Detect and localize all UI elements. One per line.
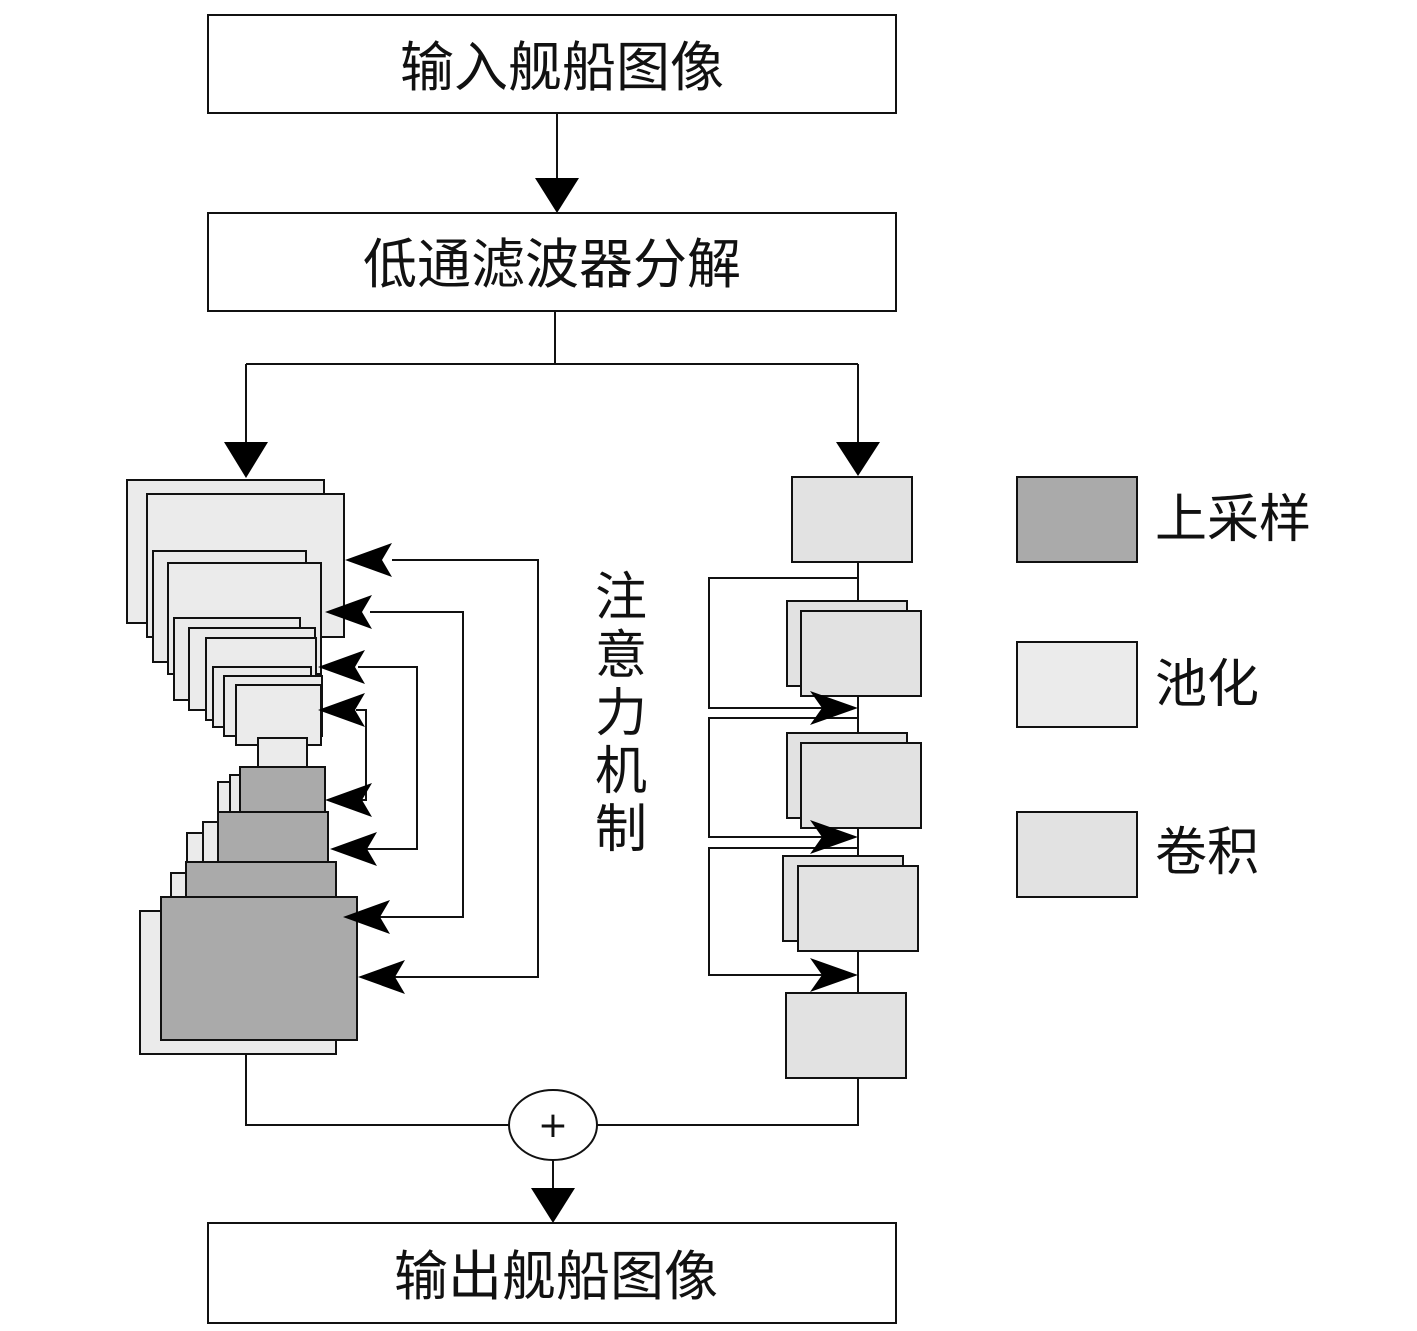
arrowhead-left	[325, 783, 372, 817]
arrowhead-left	[343, 900, 390, 934]
arrowhead-left	[330, 832, 377, 866]
split-connector	[224, 311, 880, 478]
conv-block	[800, 742, 922, 829]
upsample-block	[160, 896, 358, 1041]
left-encoder-decoder	[126, 479, 358, 1055]
arrowhead-down	[224, 442, 268, 478]
filter-label: 低通滤波器分解	[363, 233, 741, 296]
arrowhead-right	[810, 820, 858, 854]
input-box: 输入舰船图像	[207, 14, 897, 114]
attention-char: 制	[595, 800, 647, 860]
arrowhead-left	[318, 650, 365, 684]
attention-char: 意	[595, 626, 647, 686]
attention-char: 机	[595, 742, 647, 802]
arrowhead-down	[836, 442, 880, 476]
attention-skip-connections	[318, 543, 539, 994]
arrowhead-right	[810, 958, 858, 992]
output-label: 输出舰船图像	[394, 1245, 718, 1308]
filter-box: 低通滤波器分解	[207, 212, 897, 312]
legend-swatch-upsample	[1016, 476, 1138, 563]
right-residual-branch	[708, 476, 922, 1079]
arrowhead-left	[325, 595, 372, 629]
attention-char: 注	[595, 568, 647, 628]
pool-block	[235, 684, 322, 746]
merge-connector: +	[245, 1055, 859, 1223]
attention-char: 力	[595, 684, 647, 744]
conv-block	[797, 865, 919, 952]
legend-label-upsample: 上采样	[1155, 490, 1311, 550]
conv-block	[800, 610, 922, 697]
attention-label: 注 意 力 机 制	[595, 568, 647, 860]
legend-swatch-pooling	[1016, 641, 1138, 728]
sum-symbol: +	[538, 1105, 568, 1146]
arrowhead-left	[358, 960, 405, 994]
output-box: 输出舰船图像	[207, 1222, 897, 1324]
arrowhead-down	[531, 1188, 575, 1223]
arrowhead-down	[535, 178, 579, 213]
input-label: 输入舰船图像	[400, 36, 724, 99]
arrowhead-right	[810, 691, 858, 725]
legend-label-convolution: 卷积	[1155, 823, 1259, 883]
arrowhead-left	[345, 543, 392, 577]
legend-swatch-convolution	[1016, 811, 1138, 898]
arrowhead-left	[318, 693, 365, 727]
conv-block	[791, 476, 913, 563]
legend-label-pooling: 池化	[1155, 655, 1259, 715]
conv-block	[785, 992, 907, 1079]
legend: 上采样 池化 卷积	[1016, 476, 1311, 898]
